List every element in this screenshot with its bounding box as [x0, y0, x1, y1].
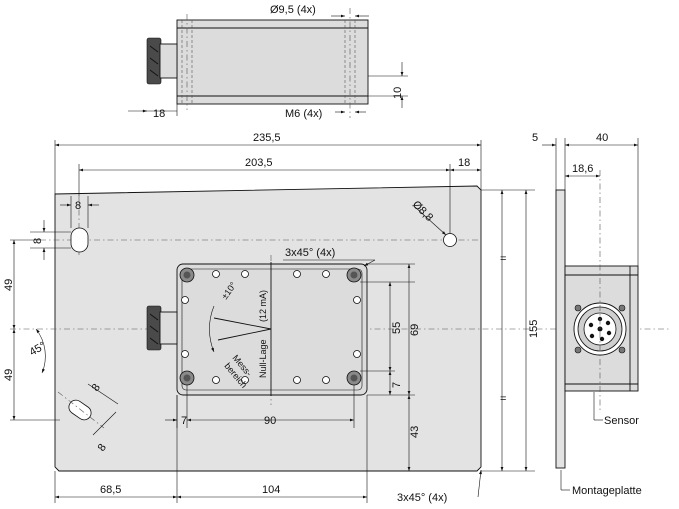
dim-43: 43	[409, 426, 421, 438]
label-montageplatte: Montageplatte	[572, 485, 642, 497]
dim-chamfer-top: 3x45° (4x)	[285, 247, 335, 259]
side-view: 5 40 18,6 Sensor Montageplatte	[532, 132, 642, 497]
label-sensor: Sensor	[604, 415, 639, 427]
dim-68-5: 68,5	[100, 484, 121, 496]
dim-slot-8a: 8	[90, 382, 103, 394]
dim-m6-thread: M6 (4x)	[285, 108, 322, 120]
dim-45-deg: 45°	[28, 340, 48, 359]
dim-90: 90	[264, 415, 276, 427]
dim-18-top: 18	[153, 108, 165, 120]
dim-49-upper: 49	[3, 279, 15, 291]
top-view: Ø9,5 (4x) M6 (4x) 18 10	[128, 4, 408, 120]
connector-front-icon	[146, 305, 178, 351]
dim-equal-lower: =	[500, 393, 506, 405]
dim-8-top: 8	[75, 200, 81, 212]
dim-18-6: 18,6	[572, 163, 593, 175]
dim-155: 155	[528, 320, 540, 338]
side-plate	[555, 189, 566, 469]
dim-5: 5	[532, 132, 538, 144]
dim-slot-8b: 8	[96, 442, 109, 454]
label-12ma: (12 mA)	[258, 290, 268, 322]
dim-69: 69	[409, 324, 421, 336]
connector-top-icon	[146, 37, 178, 85]
sensor-body-top	[176, 19, 369, 105]
label-null-lage: Null-Lage	[258, 339, 268, 378]
bolt-heads	[179, 267, 362, 386]
dim-chamfer-bottom: 3x45° (4x)	[397, 492, 447, 504]
sensor-housing	[176, 263, 368, 396]
dim-8-side: 8	[32, 238, 44, 244]
dim-55: 55	[391, 322, 403, 334]
dim-7-left: 7	[181, 415, 187, 427]
dim-104: 104	[262, 484, 280, 496]
slot-slanted	[68, 399, 92, 421]
dim-40: 40	[596, 132, 608, 144]
dim-10: 10	[392, 87, 404, 99]
dim-203-5: 203,5	[245, 157, 273, 169]
hole-d88	[443, 233, 457, 247]
dim-18-right: 18	[458, 157, 470, 169]
dim-equal-upper: =	[500, 253, 506, 265]
dim-hole-diameter-top: Ø9,5 (4x)	[270, 4, 316, 16]
dim-49-lower: 49	[3, 369, 15, 381]
slot-top	[70, 227, 89, 253]
dim-7-right: 7	[391, 382, 403, 388]
dim-235-5: 235,5	[253, 132, 281, 144]
front-view: ±10° (12 mA) Null-Lage Mess- bereich 235…	[3, 132, 670, 504]
